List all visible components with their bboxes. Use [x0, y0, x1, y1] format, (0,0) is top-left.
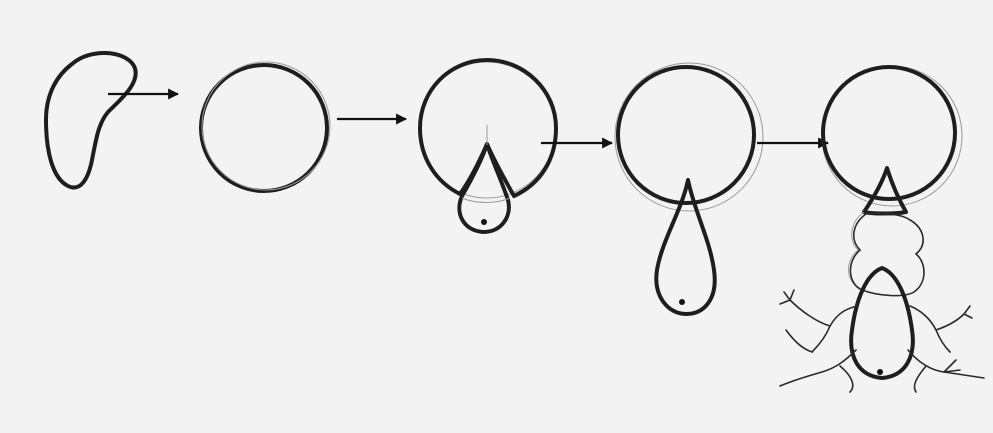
- stage-3-budding-circle: [419, 60, 556, 232]
- stage-3-dot-icon: [481, 219, 487, 225]
- stage-2-circle: [201, 62, 330, 191]
- stage-5-circle-with-creature: [780, 66, 984, 392]
- stage-4-circle-with-teardrop: [615, 63, 763, 314]
- stage-4-dot-icon: [679, 299, 685, 305]
- stage-5-dot-icon: [877, 369, 883, 375]
- stage-1-bean-shape: [46, 53, 136, 188]
